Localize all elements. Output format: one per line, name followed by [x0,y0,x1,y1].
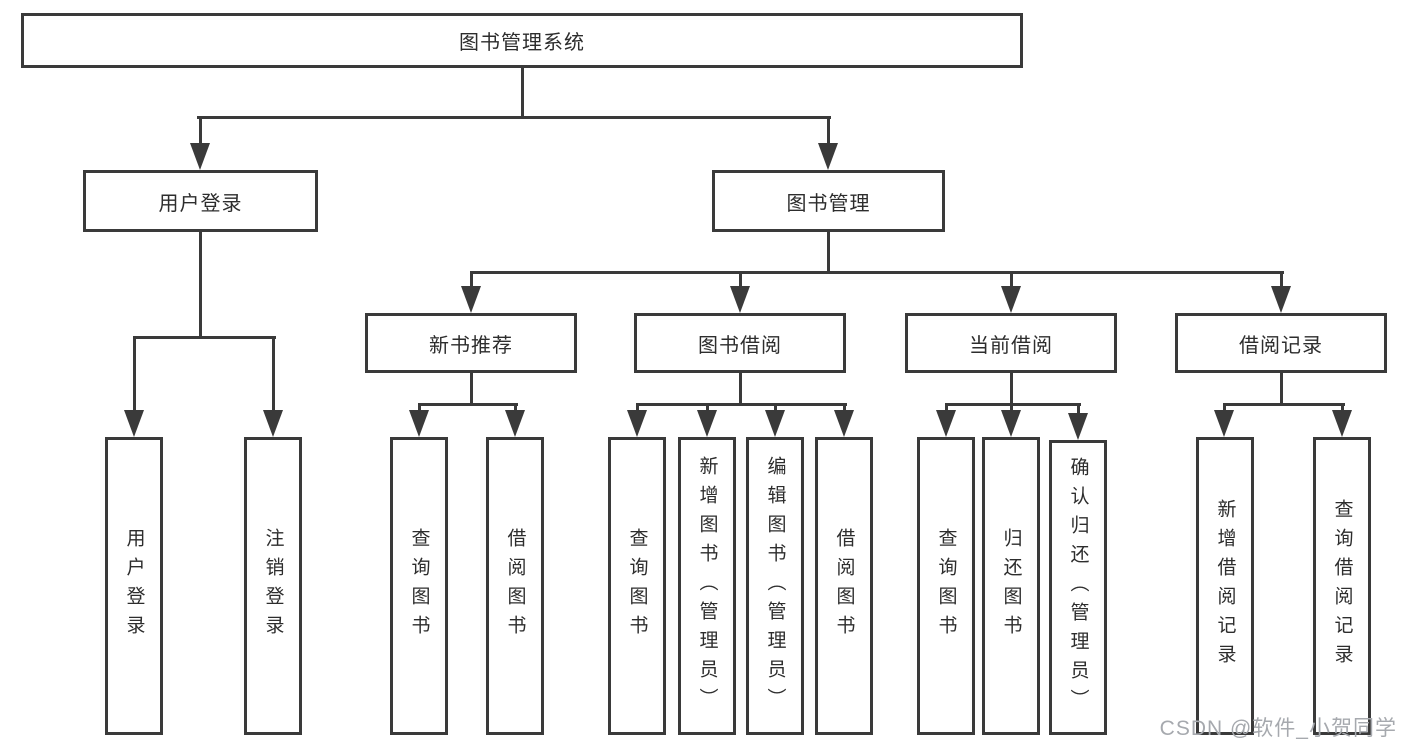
leaf-confirm-return-admin: 确认归还（管理员） [1049,440,1107,735]
node-new-book-recommend-label: 新书推荐 [429,334,513,357]
node-user-login: 用户登录 [83,170,318,232]
connector-line [132,337,136,412]
node-user-login-label: 用户登录 [158,192,243,215]
leaf-query-books-current-label: 查询图书 [935,528,957,644]
leaf-query-books-recommend-label: 查询图书 [408,528,430,644]
arrow-down-icon [730,286,750,313]
leaf-return-book-label: 归还图书 [1000,528,1022,644]
leaf-borrow-books: 借阅图书 [815,437,873,735]
node-current-borrowing: 当前借阅 [905,313,1117,373]
connector-line [826,232,830,274]
arrow-down-icon [409,410,429,437]
arrow-down-icon [1332,410,1352,437]
connector-line [1222,402,1345,406]
node-current-borrowing-label: 当前借阅 [969,334,1053,357]
leaf-edit-book-admin: 编辑图书（管理员） [746,437,804,735]
connector-line [1076,404,1080,415]
connector-line [513,404,517,412]
node-borrowing-records-label: 借阅记录 [1239,334,1323,357]
connector-line [1009,373,1013,406]
leaf-borrow-books-label: 借阅图书 [833,528,855,644]
leaf-add-borrow-record-label: 新增借阅记录 [1214,499,1236,673]
leaf-confirm-return-admin-label: 确认归还（管理员） [1067,457,1089,718]
leaf-query-borrow-record-label: 查询借阅记录 [1331,499,1353,673]
node-root: 图书管理系统 [21,13,1023,68]
node-root-label: 图书管理系统 [459,32,585,54]
leaf-user-login-label: 用户登录 [123,528,145,644]
connector-line [271,337,275,412]
arrow-down-icon [1271,286,1291,313]
leaf-query-books-recommend: 查询图书 [390,437,448,735]
arrow-down-icon [765,410,785,437]
leaf-return-book: 归还图书 [982,437,1040,735]
connector-line [944,402,1081,406]
leaf-query-books-current: 查询图书 [917,437,975,735]
arrow-down-icon [1068,413,1088,440]
leaf-borrow-books-recommend-label: 借阅图书 [504,528,526,644]
arrow-down-icon [936,410,956,437]
connector-line [1340,404,1344,412]
node-borrowing-records: 借阅记录 [1175,313,1387,373]
arrow-down-icon [697,410,717,437]
leaf-query-books-borrow-label: 查询图书 [626,528,648,644]
connector-line [705,404,709,412]
leaf-query-borrow-record: 查询借阅记录 [1313,437,1371,735]
connector-line [1009,404,1013,412]
leaf-borrow-books-recommend: 借阅图书 [486,437,544,735]
connector-line [738,373,742,406]
connector-line [635,404,639,412]
leaf-logout: 注销登录 [244,437,302,735]
arrow-down-icon [505,410,525,437]
leaf-user-login: 用户登录 [105,437,163,735]
connector-line [944,404,948,412]
connector-line [773,404,777,412]
connector-line [198,232,202,339]
connector-line [417,404,421,412]
connector-line [132,335,276,339]
connector-line [469,270,1284,274]
connector-line [196,115,831,119]
node-new-book-recommend: 新书推荐 [365,313,577,373]
connector-line [635,402,847,406]
connector-line [1279,272,1283,288]
node-book-management-label: 图书管理 [786,192,871,215]
arrow-down-icon [461,286,481,313]
connector-line [1009,272,1013,288]
leaf-add-book-admin-label: 新增图书（管理员） [696,455,718,717]
connector-line [1222,404,1226,412]
arrow-down-icon [1001,286,1021,313]
node-book-management: 图书管理 [712,170,945,232]
node-book-borrowing-label: 图书借阅 [698,334,782,357]
arrow-down-icon [627,410,647,437]
arrow-down-icon [1214,410,1234,437]
arrow-down-icon [818,143,838,170]
connector-line [469,373,473,406]
connector-line [520,68,524,119]
connector-line [198,117,202,145]
leaf-logout-label: 注销登录 [262,528,284,644]
arrow-down-icon [190,143,210,170]
arrow-down-icon [124,410,144,437]
watermark: CSDN @软件_小贺同学 [1159,717,1397,740]
leaf-add-book-admin: 新增图书（管理员） [678,437,736,735]
arrow-down-icon [834,410,854,437]
connector-line [1279,373,1283,406]
connector-line [842,404,846,412]
connector-line [826,117,830,145]
connector-line [417,402,518,406]
leaf-edit-book-admin-label: 编辑图书（管理员） [764,455,786,717]
leaf-add-borrow-record: 新增借阅记录 [1196,437,1254,735]
arrow-down-icon [263,410,283,437]
connector-line [738,272,742,288]
connector-line [469,272,473,288]
arrow-down-icon [1001,410,1021,437]
node-book-borrowing: 图书借阅 [634,313,846,373]
leaf-query-books-borrow: 查询图书 [608,437,666,735]
